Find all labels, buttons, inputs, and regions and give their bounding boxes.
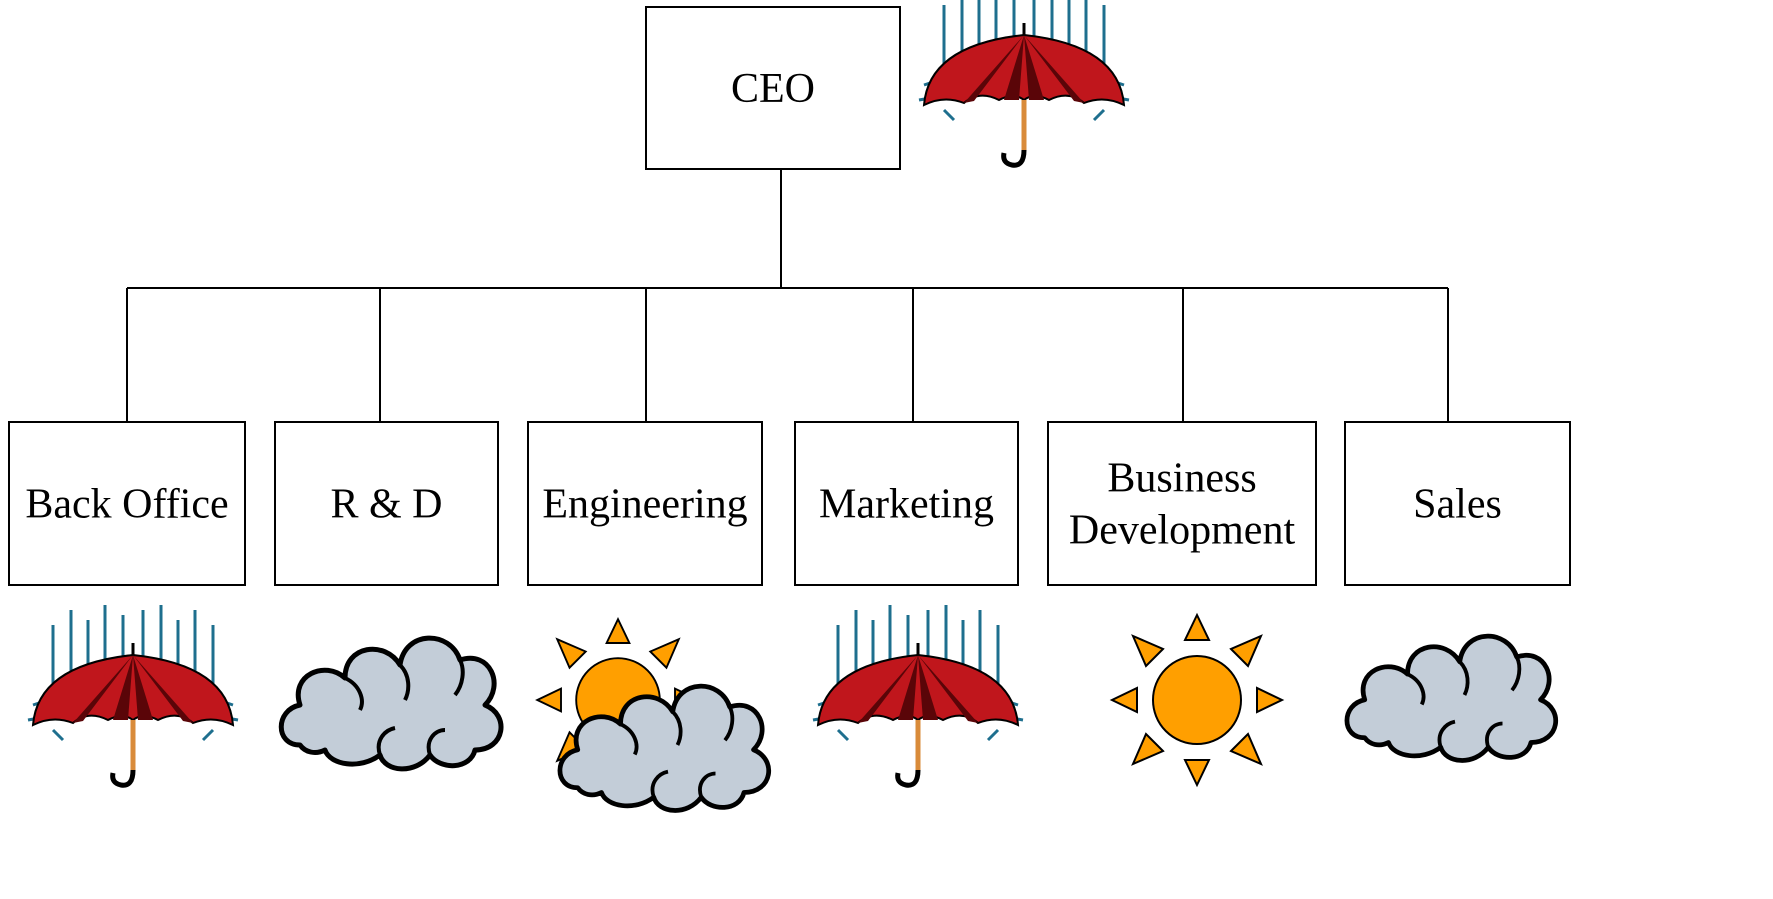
- dept-box-business-development-frame: [1047, 421, 1317, 586]
- cloud-icon: [1347, 636, 1556, 760]
- dept-box-r-d-frame: [274, 421, 499, 586]
- umbrella-rain-icon: [813, 605, 1023, 785]
- dept-box-marketing-frame: [794, 421, 1019, 586]
- ceo-box-label: CEO: [731, 66, 815, 112]
- umbrella-rain-icon: [919, 0, 1129, 165]
- dept-box-sales[interactable]: Sales: [1344, 421, 1571, 586]
- dept-box-marketing-label: Marketing: [819, 482, 994, 528]
- dept-box-sales-label: Sales: [1413, 482, 1502, 528]
- dept-box-r-d-label: R & D: [330, 482, 442, 528]
- dept-box-engineering-frame: [527, 421, 763, 586]
- umbrella-rain-icon: [28, 605, 238, 785]
- dept-box-back-office-label: Back Office: [25, 482, 228, 528]
- dept-box-sales-frame: [1344, 421, 1571, 586]
- dept-box-business-development-label: Business: [1107, 456, 1256, 502]
- ceo-box[interactable]: CEO: [645, 6, 901, 170]
- dept-box-back-office-frame: [8, 421, 246, 586]
- sun-icon: [1111, 614, 1283, 786]
- ceo-box-frame: [645, 6, 901, 170]
- dept-box-marketing[interactable]: Marketing: [794, 421, 1019, 586]
- dept-box-engineering[interactable]: Engineering: [527, 421, 763, 586]
- connector-lines: [126, 169, 1449, 422]
- sun-behind-cloud-icon: [536, 618, 768, 810]
- dept-box-back-office[interactable]: Back Office: [8, 421, 246, 586]
- dept-box-engineering-label: Engineering: [542, 482, 747, 528]
- dept-box-r-d[interactable]: R & D: [274, 421, 499, 586]
- cloud-icon: [281, 638, 501, 769]
- dept-box-business-development-label: Development: [1069, 508, 1296, 554]
